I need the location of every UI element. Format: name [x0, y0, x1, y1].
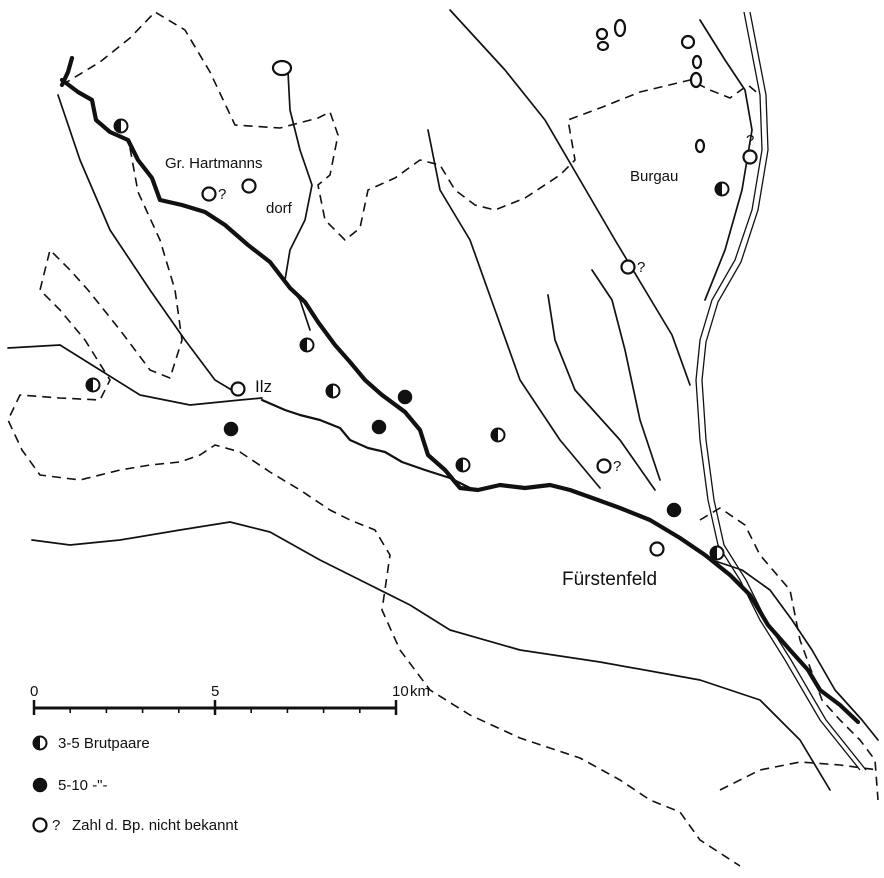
colony-marker — [397, 389, 413, 405]
stream-west-2 — [7, 344, 263, 406]
border-north-west — [61, 11, 761, 241]
legend-label: Zahl d. Bp. nicht bekannt — [72, 817, 239, 834]
colony-marker-ring — [742, 149, 758, 165]
colony-marker — [371, 419, 387, 435]
colony-marker-half — [114, 119, 121, 133]
colony-marker — [742, 149, 758, 165]
stream-lafnitz — [699, 19, 753, 301]
colony-marker — [201, 186, 217, 202]
colony-marker-disc — [397, 389, 413, 405]
colony-marker — [490, 427, 506, 443]
legend-label: 3-5 Brutpaare — [58, 735, 150, 752]
colony-marker — [455, 457, 471, 473]
legend-symbol — [32, 735, 48, 751]
colony-marker-disc — [666, 502, 682, 518]
colony-marker-ring — [201, 186, 217, 202]
pond — [689, 71, 703, 89]
border-south-east — [719, 761, 879, 791]
pond — [694, 138, 706, 154]
river-feistritz — [59, 77, 861, 725]
pond — [691, 54, 703, 70]
colony-marker — [714, 181, 730, 197]
colony-marker — [666, 502, 682, 518]
pond — [595, 27, 609, 41]
river-label-ilz: Ilz — [255, 377, 272, 396]
legend-symbol — [32, 777, 48, 793]
stream-east-lower — [711, 559, 879, 741]
unknown-count-mark: ? — [637, 259, 645, 276]
pond — [613, 18, 627, 38]
colony-marker-half — [456, 458, 463, 472]
colony-marker-half — [715, 182, 722, 196]
stream-west-3 — [31, 521, 831, 791]
stream-west-1 — [57, 94, 241, 396]
major-rivers — [59, 55, 861, 725]
colony-marker — [113, 118, 129, 134]
railway — [695, 11, 867, 771]
colony-marker — [620, 259, 636, 275]
river-ilz — [260, 398, 472, 490]
district-borders — [7, 11, 879, 867]
border-east — [699, 507, 879, 801]
border-west-loop — [7, 147, 741, 867]
stream-north-east — [449, 9, 691, 386]
stream-center-1 — [427, 129, 601, 489]
colony-marker-half — [326, 384, 333, 398]
scale-tick-label: 0 — [30, 683, 38, 700]
colony-marker-ring — [241, 178, 257, 194]
ilz-river — [260, 398, 472, 490]
stream-center-3 — [591, 269, 661, 481]
colony-marker-ring — [620, 259, 636, 275]
ponds — [271, 18, 706, 154]
pond — [271, 59, 293, 77]
colony-marker-half — [300, 338, 307, 352]
legend-symbol-ring — [32, 817, 48, 833]
railway-line-b — [701, 11, 867, 771]
legend-symbol-disc — [32, 777, 48, 793]
stream-center-2 — [547, 294, 656, 491]
legend-question-mark: ? — [52, 817, 60, 834]
colony-marker-ring — [649, 541, 665, 557]
colony-marker-ring — [230, 381, 246, 397]
colony-marker-disc — [223, 421, 239, 437]
legend-label: 5-10 -"- — [58, 777, 108, 794]
colony-marker-ring — [596, 458, 612, 474]
legend: 3-5 Brutpaare 5-10 -"-? Zahl d. Bp. nicht … — [32, 735, 239, 834]
colony-marker-half — [710, 546, 717, 560]
unknown-count-mark: ? — [613, 458, 621, 475]
railway-line-a — [695, 11, 861, 771]
place-label-burgau: Burgau — [630, 168, 678, 185]
colony-marker — [85, 377, 101, 393]
colony-marker — [230, 381, 246, 397]
colony-marker — [596, 458, 612, 474]
colony-marker — [241, 178, 257, 194]
colony-markers: ???? — [85, 118, 758, 561]
place-label-fuerstenfeld: Fürstenfeld — [562, 569, 657, 590]
colony-marker — [709, 545, 725, 561]
colony-marker-half — [86, 378, 93, 392]
colony-marker — [325, 383, 341, 399]
scale-tick-label: 10 — [392, 683, 409, 700]
colony-marker-disc — [371, 419, 387, 435]
scale-tick-label: 5 — [211, 683, 219, 700]
unknown-count-mark: ? — [218, 186, 226, 203]
colony-marker — [649, 541, 665, 557]
place-label-gr-hartmannsdorf-1: Gr. Hartmanns — [165, 155, 263, 172]
pond — [680, 34, 696, 50]
colony-marker-half — [491, 428, 498, 442]
legend-symbol-half — [33, 736, 40, 750]
colony-marker — [223, 421, 239, 437]
river-feistritz-upper — [59, 55, 75, 88]
pond — [596, 40, 610, 52]
unknown-count-mark: ? — [746, 132, 754, 149]
place-labels: Gr. Hartmanns dorf Burgau Fürstenfeld Il… — [165, 155, 678, 590]
legend-symbol — [32, 817, 48, 833]
place-label-gr-hartmannsdorf-2: dorf — [266, 200, 293, 217]
scale-unit-label: km — [410, 683, 430, 700]
streams — [7, 9, 879, 791]
colony-marker — [299, 337, 315, 353]
